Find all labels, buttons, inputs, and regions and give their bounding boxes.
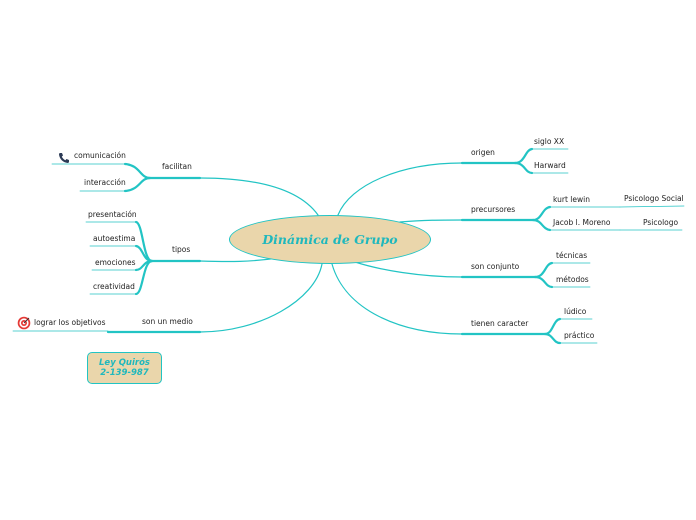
telephone-icon — [58, 149, 70, 168]
connector-son-un-medio — [199, 263, 323, 333]
connector-facilitan — [199, 177, 319, 216]
node-metodos[interactable]: métodos — [556, 275, 589, 284]
connector-son-conjunto — [354, 261, 463, 278]
connector-precursores — [399, 219, 463, 223]
node-ludico[interactable]: lúdico — [564, 307, 587, 316]
node-presentacion[interactable]: presentación — [88, 210, 137, 219]
branch-son-conjunto[interactable]: son conjunto — [471, 262, 520, 271]
branch-son-un-medio[interactable]: son un medio — [142, 317, 193, 326]
node-autoestima[interactable]: autoestima — [93, 234, 136, 243]
node-jacob-moreno[interactable]: Jacob l. Moreno — [553, 218, 611, 227]
node-emociones[interactable]: emociones — [95, 258, 136, 267]
node-psicologo[interactable]: Psicologo — [643, 218, 679, 227]
node-comunicacion[interactable]: comunicación — [74, 151, 126, 160]
author-note-box[interactable]: Ley Quirós 2-139-987 — [87, 352, 162, 384]
branch-origen[interactable]: origen — [471, 148, 495, 157]
connector-tienen-caracter — [331, 263, 463, 335]
node-interaccion[interactable]: interacción — [84, 178, 126, 187]
central-topic-label: Dinámica de Grupo — [262, 232, 398, 247]
branch-facilitan[interactable]: facilitan — [162, 162, 192, 171]
node-lograr-objetivos[interactable]: lograr los objetivos — [34, 318, 106, 327]
target-icon — [17, 315, 31, 334]
node-psicologo-social[interactable]: Psicologo Social — [624, 194, 684, 203]
node-siglo-xx[interactable]: siglo XX — [534, 137, 565, 146]
branch-tienen-caracter[interactable]: tienen caracter — [471, 319, 529, 328]
branch-precursores[interactable]: precursores — [471, 205, 516, 214]
branch-tipos[interactable]: tipos — [172, 245, 191, 254]
node-practico[interactable]: práctico — [564, 331, 595, 340]
node-harward[interactable]: Harward — [534, 161, 566, 170]
central-topic[interactable]: Dinámica de Grupo — [229, 215, 431, 264]
author-name: Ley Quirós — [99, 358, 150, 368]
connector-origen — [337, 162, 463, 216]
node-creatividad[interactable]: creatividad — [93, 282, 135, 291]
author-id: 2-139-987 — [100, 368, 149, 378]
node-tecnicas[interactable]: técnicas — [556, 251, 588, 260]
node-kurt-lewin[interactable]: kurt lewin — [553, 195, 590, 204]
